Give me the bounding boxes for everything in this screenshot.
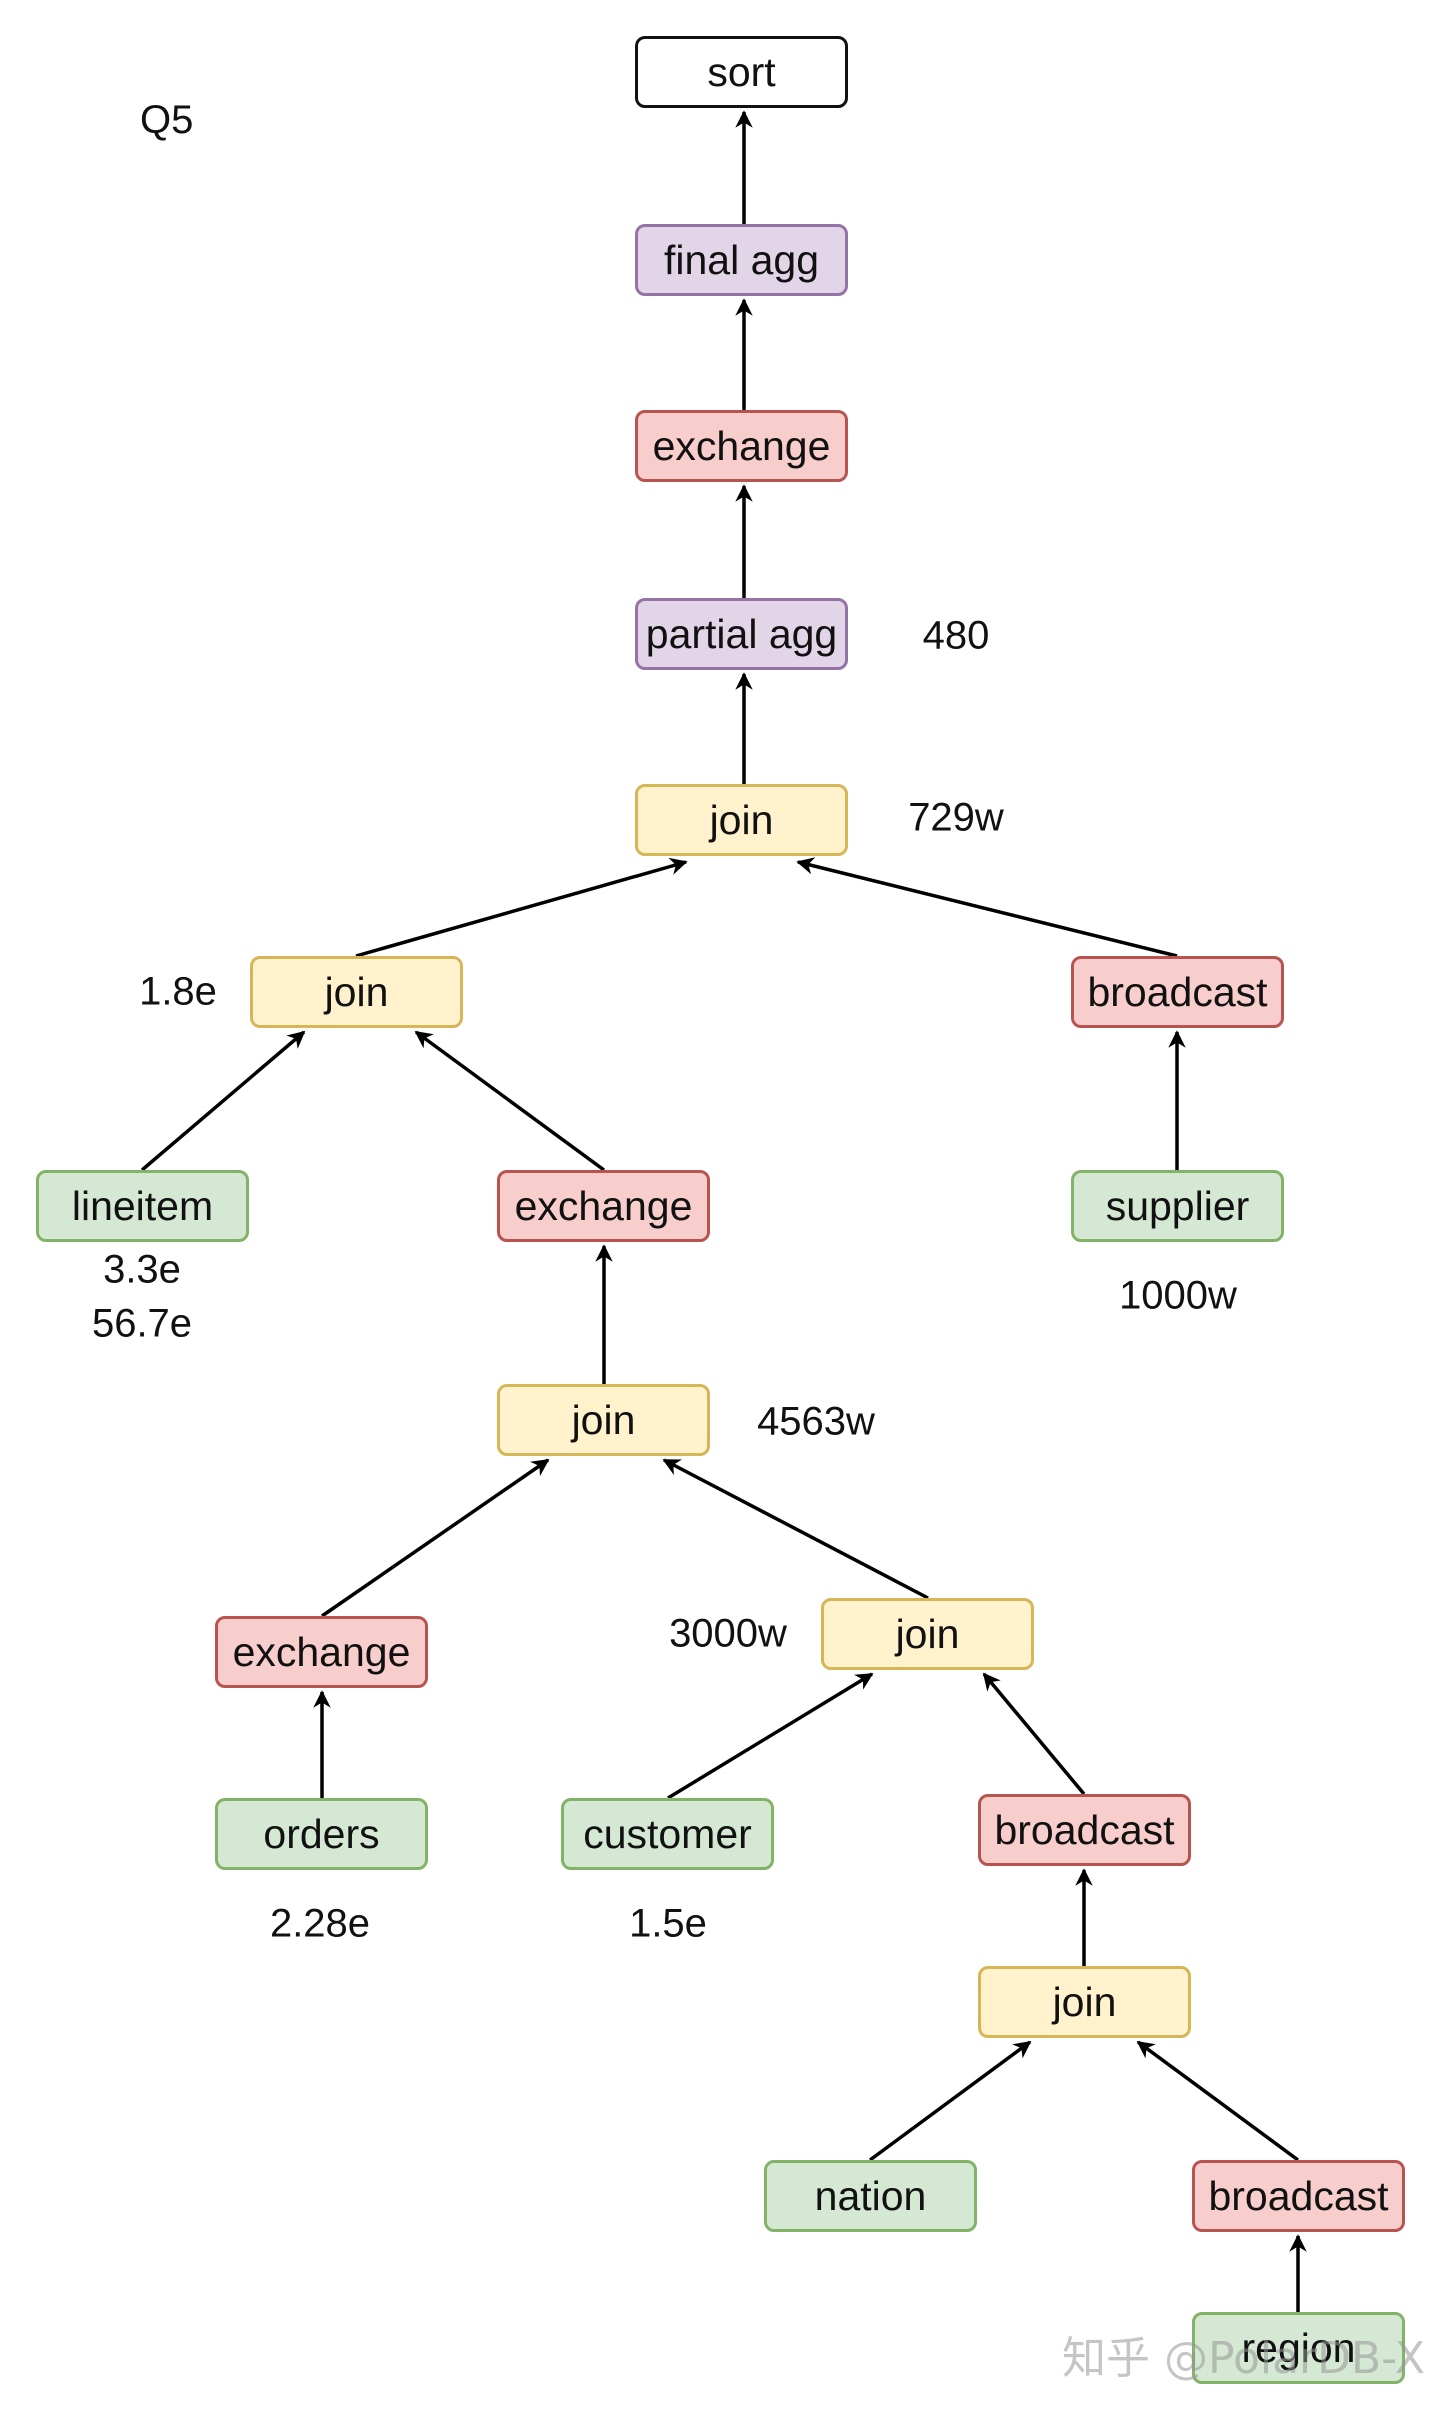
edge-arrow: [662, 1458, 929, 1600]
row-count-label: 1.5e: [629, 1901, 707, 1946]
diagram-title: Q5: [140, 98, 194, 142]
edge-arrow: [321, 1458, 550, 1618]
region-table-node: region: [1192, 2312, 1405, 2384]
broadcast-node: broadcast: [1071, 956, 1284, 1028]
row-count-label: 4563w: [757, 1399, 875, 1444]
join-node: join: [635, 784, 848, 856]
row-count-label: 480: [922, 613, 990, 658]
partial-agg-node: partial agg: [635, 598, 848, 670]
edge-arrow: [796, 857, 1178, 958]
join-node: join: [978, 1966, 1191, 2038]
edge-arrow: [140, 1030, 306, 1172]
broadcast-node: broadcast: [1192, 2160, 1405, 2232]
exchange-node: exchange: [635, 410, 848, 482]
edge-arrow: [355, 857, 688, 958]
final-agg-node: final agg: [635, 224, 848, 296]
edge-arrow: [667, 1672, 874, 1800]
join-node: join: [821, 1598, 1034, 1670]
supplier-table-node: supplier: [1071, 1170, 1284, 1242]
customer-table-node: customer: [561, 1798, 774, 1870]
row-count-label: 1.8e: [139, 969, 217, 1014]
edge-arrow: [868, 2040, 1032, 2162]
broadcast-node: broadcast: [978, 1794, 1191, 1866]
row-count-label: 56.7e: [91, 1301, 193, 1346]
edge-arrow: [982, 1672, 1086, 1796]
join-node: join: [250, 956, 463, 1028]
row-count-label: 3.3e: [103, 1247, 181, 1292]
exchange-node: exchange: [497, 1170, 710, 1242]
row-count-label: 729w: [908, 795, 1004, 840]
orders-table-node: orders: [215, 1798, 428, 1870]
sort-node: sort: [635, 36, 848, 108]
edge-arrow: [1136, 2040, 1300, 2162]
join-node: join: [497, 1384, 710, 1456]
row-count-label: 1000w: [1119, 1273, 1237, 1318]
nation-table-node: nation: [764, 2160, 977, 2232]
exchange-node: exchange: [215, 1616, 428, 1688]
lineitem-table-node: lineitem: [36, 1170, 249, 1242]
row-count-label: 3000w: [669, 1611, 787, 1656]
edge-arrow: [414, 1030, 606, 1172]
row-count-label: 2.28e: [269, 1901, 371, 1946]
watermark: 知乎 @PolarDB-X: [1062, 2333, 1426, 2384]
